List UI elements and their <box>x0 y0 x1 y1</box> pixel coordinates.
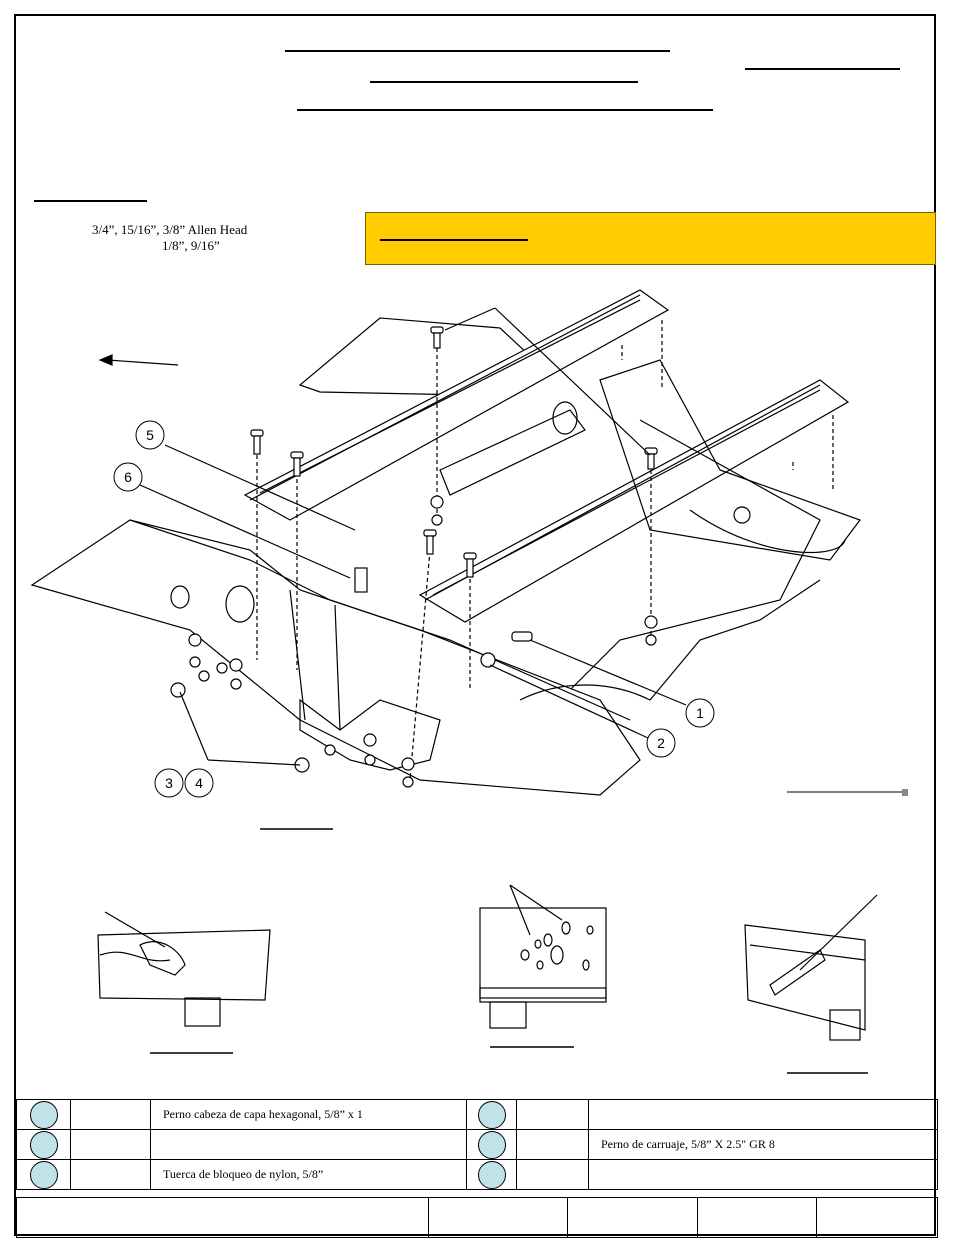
tools-line-2: 1/8”, 9/16” <box>162 238 220 253</box>
part-circle <box>477 1100 506 1129</box>
callout-4: 4 <box>195 775 203 791</box>
title-line-3 <box>745 68 900 70</box>
callout-5: 5 <box>146 427 154 443</box>
tools-heading-line <box>34 200 147 202</box>
title-line-2 <box>370 81 638 83</box>
part-desc <box>588 1159 938 1190</box>
part-desc: Perno cabeza de capa hexagonal, 5/8” x 1 <box>150 1099 467 1130</box>
callout-2: 2 <box>657 735 665 751</box>
callout-6: 6 <box>124 469 132 485</box>
title-line-1 <box>285 50 670 52</box>
callout-3: 3 <box>165 775 173 791</box>
part-desc <box>588 1099 938 1130</box>
part-circle <box>477 1160 506 1189</box>
part-circle <box>29 1160 58 1189</box>
part-circle <box>29 1130 58 1159</box>
table-row <box>16 1197 938 1238</box>
parts-table: Perno cabeza de capa hexagonal, 5/8” x 1… <box>16 1099 938 1190</box>
part-circle <box>29 1100 58 1129</box>
callout-1: 1 <box>696 705 704 721</box>
warning-heading-line <box>380 239 528 241</box>
part-circle <box>477 1130 506 1159</box>
table-row: Perno cabeza de capa hexagonal, 5/8” x 1 <box>16 1099 938 1130</box>
table-row: Perno de carruaje, 5/8” X 2.5" GR 8 <box>16 1129 938 1160</box>
warning-box <box>365 212 936 265</box>
part-desc: Tuerca de bloqueo de nylon, 5/8” <box>150 1159 467 1190</box>
tools-line-1: 3/4”, 15/16”, 3/8” Allen Head <box>92 222 248 237</box>
title-line-4 <box>297 109 713 111</box>
table-row: Tuerca de bloqueo de nylon, 5/8” <box>16 1159 938 1190</box>
part-desc: Perno de carruaje, 5/8” X 2.5" GR 8 <box>588 1129 938 1160</box>
title-block <box>16 1197 938 1238</box>
tools-list: 3/4”, 15/16”, 3/8” Allen Head 1/8”, 9/16… <box>92 222 247 254</box>
part-desc <box>150 1129 467 1160</box>
